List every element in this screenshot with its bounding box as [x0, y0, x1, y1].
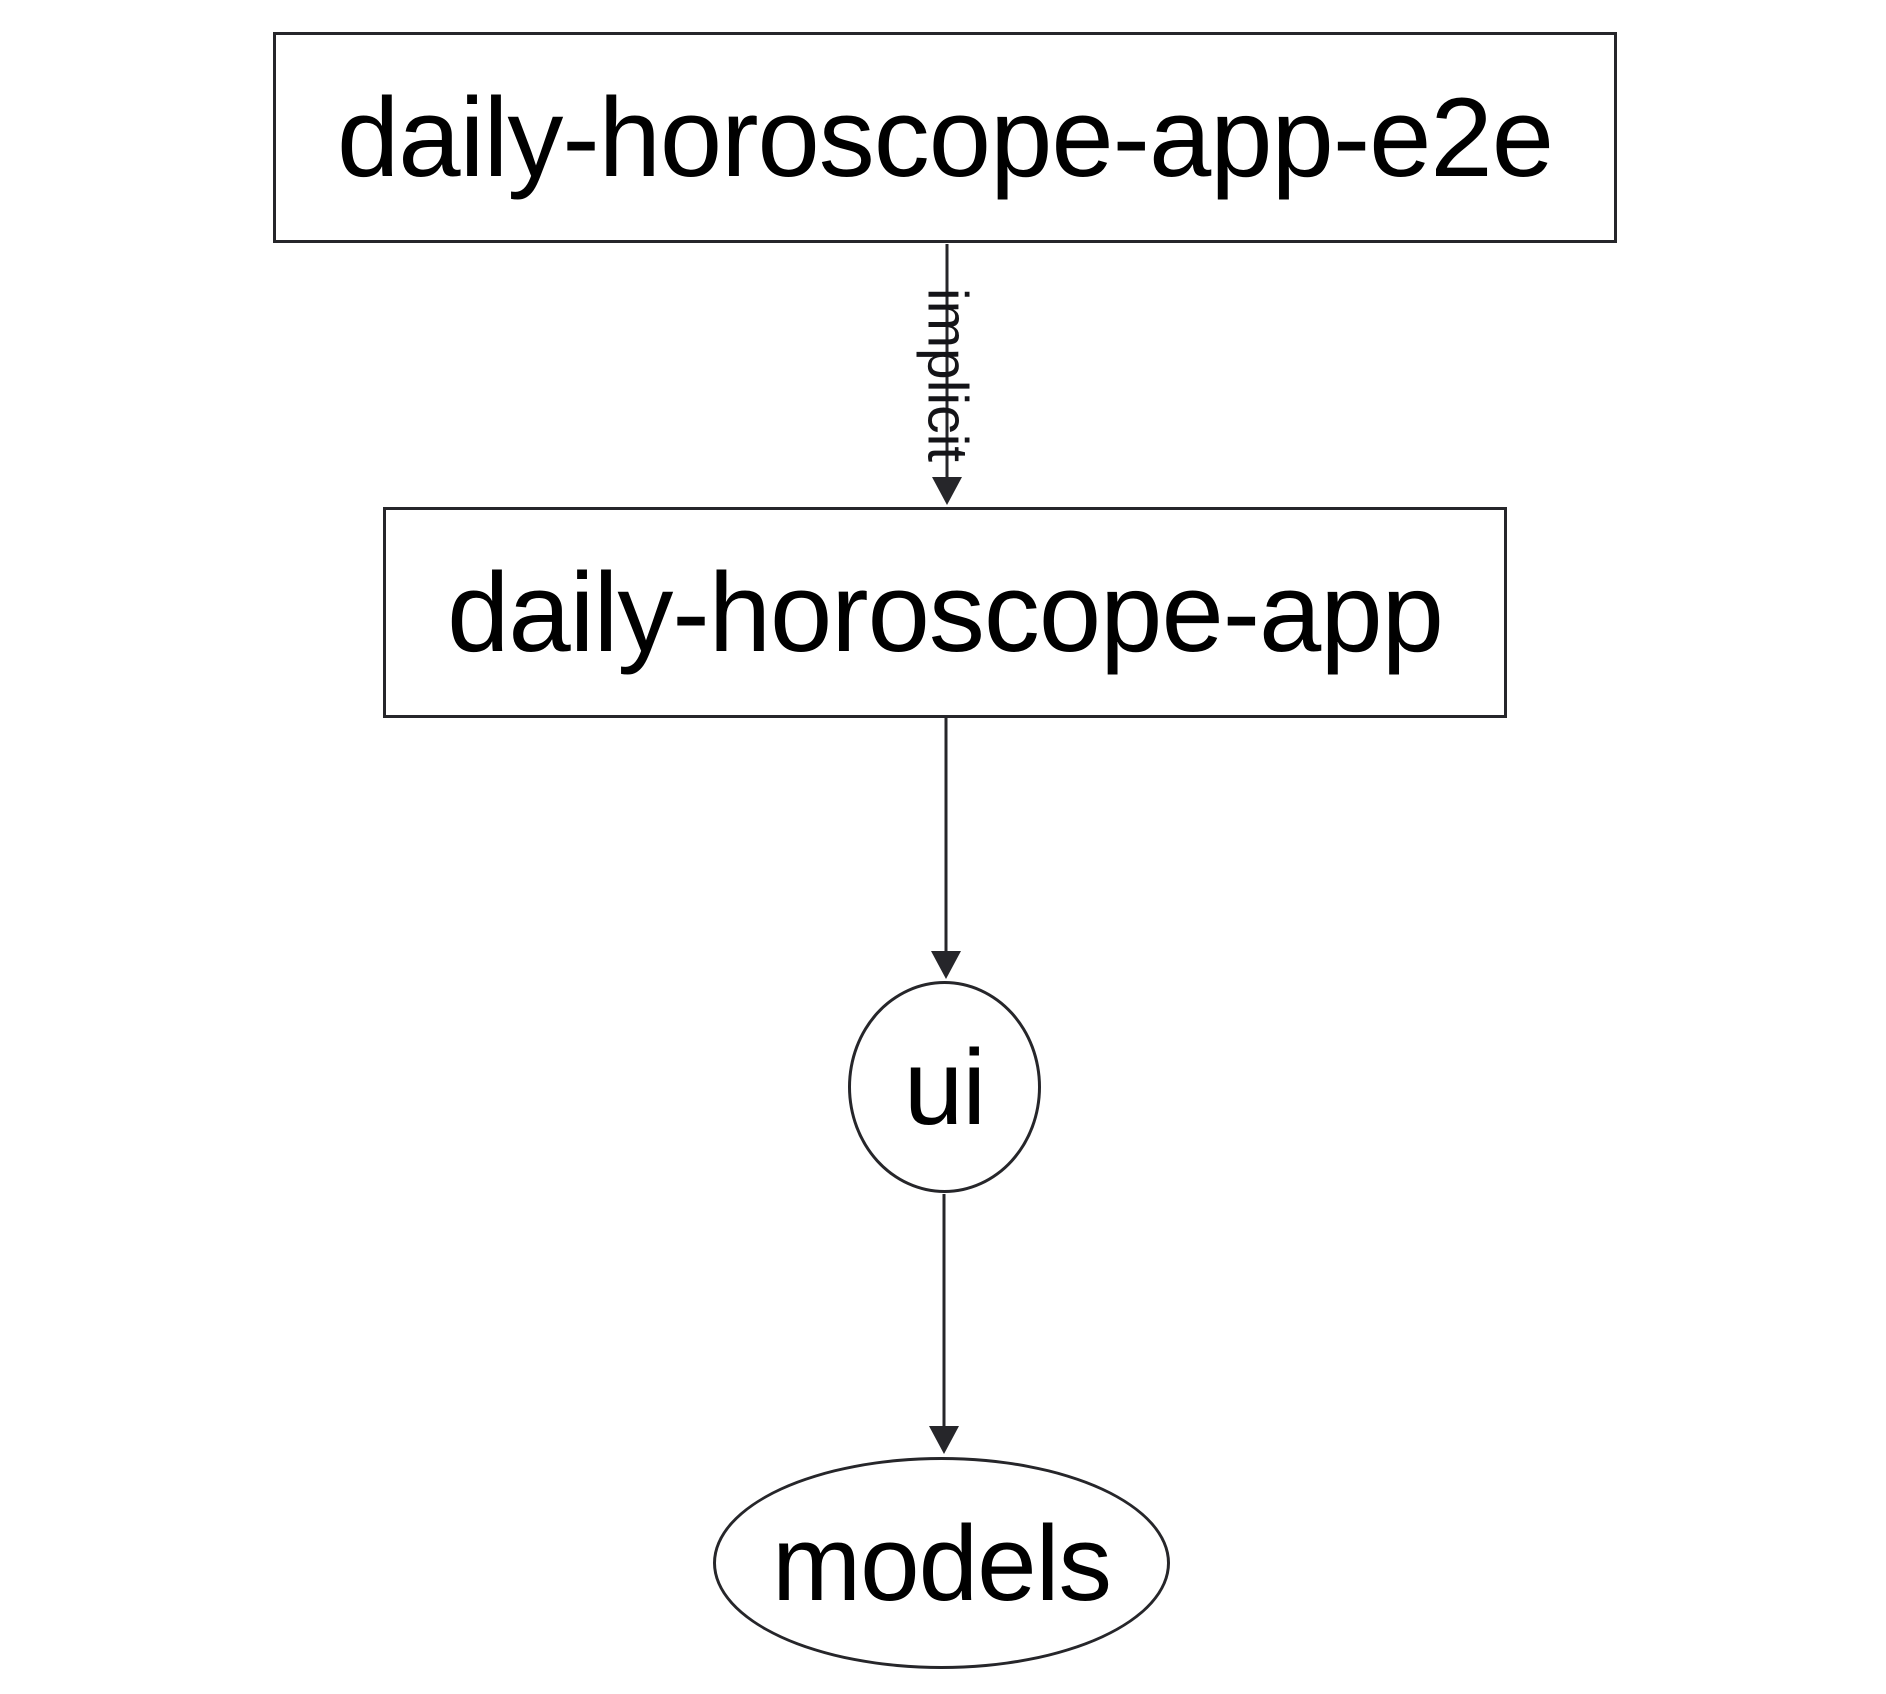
- edge-e2e-to-app: [932, 244, 962, 505]
- edge-ui-to-models: [929, 1194, 959, 1454]
- node-models[interactable]: models: [713, 1457, 1170, 1669]
- node-daily-horoscope-app[interactable]: daily-horoscope-app: [383, 507, 1507, 718]
- edge-arrowhead-icon: [929, 1426, 959, 1454]
- edge-arrowhead-icon: [931, 951, 961, 979]
- edge-arrowhead-icon: [932, 477, 962, 505]
- node-ui[interactable]: ui: [848, 981, 1041, 1193]
- node-label: daily-horoscope-app: [447, 549, 1444, 675]
- edge-app-to-ui: [931, 718, 961, 979]
- node-label: daily-horoscope-app-e2e: [337, 74, 1554, 200]
- node-label: ui: [903, 1026, 986, 1147]
- node-daily-horoscope-app-e2e[interactable]: daily-horoscope-app-e2e: [273, 32, 1617, 243]
- edge-label-implicit: implicit: [915, 287, 980, 463]
- node-label: models: [772, 1502, 1112, 1623]
